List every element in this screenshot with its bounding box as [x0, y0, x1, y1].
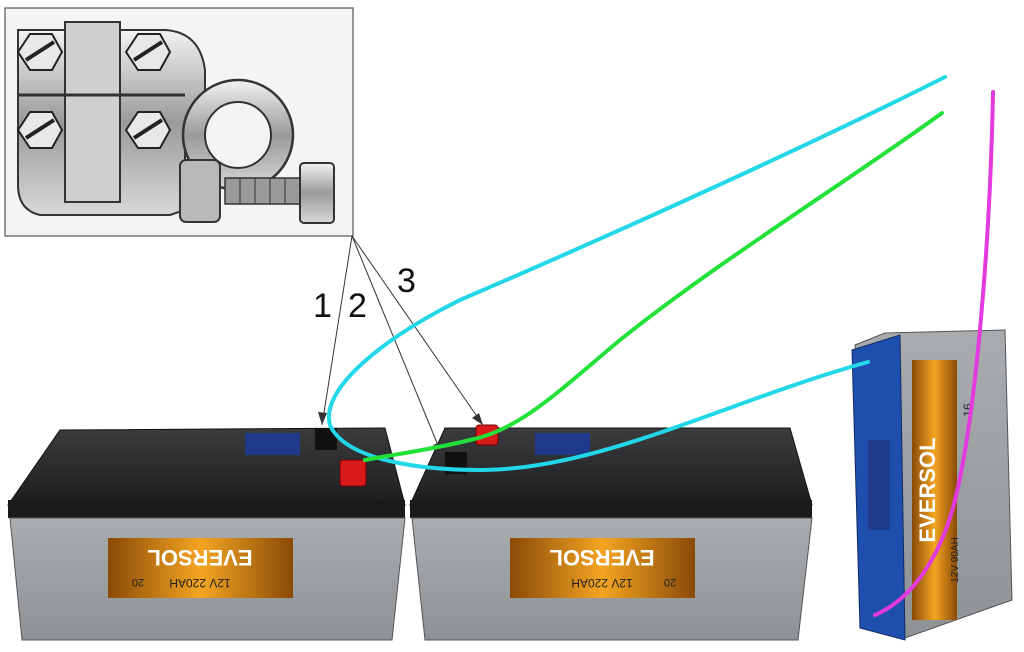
callout-line-2: [351, 235, 443, 456]
battery-terminal-clamp-icon: [16, 21, 335, 224]
green-wire: [363, 111, 944, 462]
positive-terminal: [339, 459, 367, 487]
callout-line-1: [321, 235, 353, 426]
battery-brand: EVERSOL: [147, 545, 252, 570]
battery-code: 20: [664, 576, 676, 588]
battery-brand: EVERSOL: [549, 545, 654, 570]
screw-icon: [124, 111, 172, 149]
screw-icon: [124, 33, 172, 71]
cyan-wire-upper: [326, 75, 947, 473]
screw-icon: [16, 33, 64, 71]
terminal-clamp-inset: [4, 7, 354, 237]
callout-label-2: 2: [348, 287, 367, 325]
battery-left: EVERSOL 12V 220AH 20: [7, 427, 406, 641]
battery-label: [510, 538, 695, 598]
warning-sticker: [868, 440, 890, 530]
battery-right: EVERSOL 12V 90AH 16: [851, 329, 1013, 641]
arrowhead: [318, 412, 327, 425]
negative-terminal: [315, 428, 337, 450]
callout-lines: [318, 235, 484, 456]
screw-icon: [16, 111, 64, 149]
magenta-wire: [873, 90, 995, 617]
callout-label-1: 1: [313, 287, 332, 325]
wires: [326, 75, 995, 617]
battery-brand: EVERSOL: [915, 437, 940, 542]
battery-code: 20: [132, 576, 144, 588]
callout-line-3: [351, 235, 484, 426]
warning-sticker: [245, 433, 300, 455]
battery-label: [108, 538, 293, 598]
battery-middle: EVERSOL 12V 220AH 20: [409, 424, 813, 641]
battery-spec: 12V 220AH: [169, 576, 230, 590]
callout-label-3: 3: [397, 262, 416, 300]
warning-sticker: [535, 433, 590, 455]
arrowhead: [472, 413, 483, 425]
battery-spec: 12V 220AH: [571, 576, 632, 590]
battery-spec: 12V 90AH: [950, 537, 961, 583]
